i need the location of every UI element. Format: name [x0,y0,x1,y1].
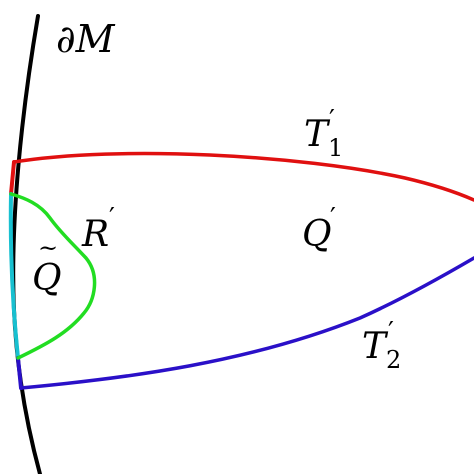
curve-t1 [12,151,474,202]
boundary-segment-blue [16,356,23,390]
label-t1: T ′ 1 [304,105,343,162]
label-q-tilde-accent: ~ [38,234,58,262]
label-r-prime: ′ [109,203,115,233]
label-q-letter: Q [302,214,332,255]
label-r-letter: R [81,214,109,255]
boundary-segment-cyan [8,192,20,360]
curve-r [9,192,97,360]
label-t1-subscript: 1 [328,134,343,162]
curve-t2 [19,256,474,390]
label-q-tilde: ~ Q [32,234,62,299]
label-t2-prime: ′ [388,317,394,347]
label-t1-prime: ′ [329,105,335,135]
boundary-segment-red [9,160,16,196]
label-q: Q ′ [302,203,336,255]
label-t1-letter: T [304,114,331,155]
label-t2: T ′ 2 [362,317,401,374]
label-t2-letter: T [362,326,389,367]
label-r: R ′ [81,203,115,255]
label-q-tilde-letter: Q [32,258,62,299]
label-q-prime: ′ [330,203,336,233]
label-t2-subscript: 2 [386,346,401,374]
label-boundary: ∂M [56,17,116,61]
boundary-curve [11,14,42,474]
